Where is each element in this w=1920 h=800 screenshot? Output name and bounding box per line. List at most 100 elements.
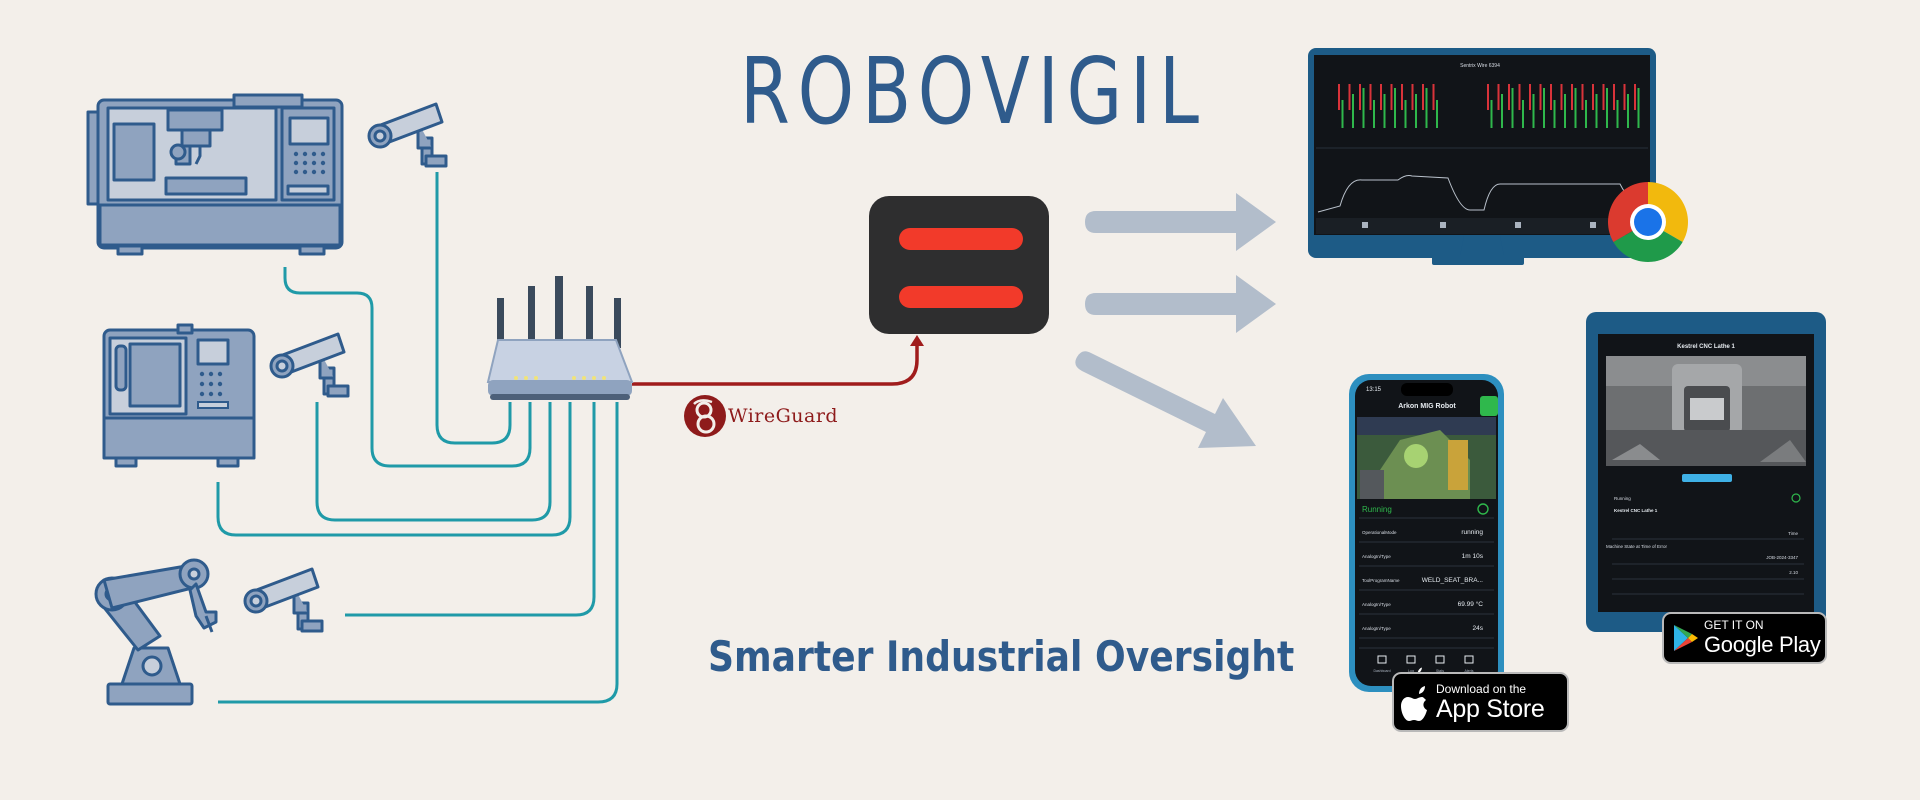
security-camera-icon [243, 567, 324, 633]
tablet-header: Kestrel CNC Lathe 1 [1677, 344, 1735, 350]
router-icon [486, 276, 634, 400]
phone-clock: 13:15 [1366, 387, 1382, 393]
arrow-to-desktop [1085, 193, 1276, 251]
desktop-bar-red [1432, 84, 1435, 110]
cable-camera-2 [315, 402, 552, 522]
desktop-bar-green [1404, 100, 1407, 128]
google-play-caption: GET IT ON [1704, 617, 1764, 632]
desktop-bar-red [1508, 84, 1510, 110]
phone-row-value: running [1461, 529, 1483, 536]
desktop-bar-red [1581, 84, 1584, 110]
desktop-bar-red [1497, 84, 1500, 110]
phone-tab-bar: Dashboard Log Stats Alerts [1373, 655, 1474, 673]
phone-camera-feed [1357, 417, 1496, 499]
wireguard-label: WireGuard [728, 405, 839, 427]
tablet-status: Running [1614, 496, 1631, 501]
tablet-row-value: Time [1788, 531, 1798, 536]
desktop-bar-green [1436, 100, 1438, 128]
security-camera-icon [367, 102, 448, 168]
desktop-bar-red [1369, 84, 1372, 110]
mill-control-buttons [197, 371, 229, 409]
desktop-bar-red [1401, 84, 1403, 110]
desktop-bar-red [1359, 84, 1361, 110]
google-play-logo [1674, 625, 1698, 651]
desktop-signal-bars [1338, 84, 1640, 128]
cable-mill [216, 402, 572, 537]
app-store-badge[interactable]: Download on the App Store [1392, 672, 1569, 732]
desktop-bar-green [1383, 94, 1386, 128]
desktop-bar-red [1592, 84, 1594, 110]
phone-row-value: 24s [1473, 625, 1484, 632]
desktop-bar-green [1501, 94, 1503, 128]
phone-tab-icon[interactable] [1435, 655, 1445, 664]
desktop-bar-red [1487, 84, 1489, 110]
desktop-bar-red [1613, 84, 1615, 110]
cnc-mill-icon [102, 323, 256, 468]
desktop-bar-green [1394, 88, 1396, 128]
desktop-bar-green [1616, 100, 1619, 128]
phone-row-value: 1m 10s [1462, 553, 1484, 560]
phone-tab-icon[interactable] [1406, 655, 1416, 664]
desktop-bar-green [1637, 88, 1640, 128]
desktop-bar-red [1623, 84, 1626, 110]
google-play-title: Google Play [1704, 631, 1821, 657]
vpn-server-icon [869, 196, 1049, 334]
cable-lathe [283, 267, 532, 468]
tablet-device: Kestrel CNC Lathe 1 Running Kestrel CNC … [1586, 312, 1826, 632]
desktop-monitor: Sentrix Wire 6394 [1308, 48, 1656, 265]
desktop-bar-red [1529, 84, 1531, 110]
desktop-bar-red [1348, 84, 1351, 110]
desktop-bar-green [1511, 88, 1514, 128]
lathe-control-buttons [293, 151, 326, 175]
phone-tab-icon[interactable] [1464, 655, 1474, 664]
phone-row-label: AnalogIn/Type [1362, 554, 1391, 559]
desktop-bar-red [1560, 84, 1563, 110]
desktop-bar-green [1352, 94, 1354, 128]
desktop-dashboard-header: Sentrix Wire 6394 [1460, 63, 1500, 69]
phone-device: 13:15 Arkon MIG Robot Running Operationa… [1349, 374, 1504, 692]
cable-camera-3 [345, 402, 596, 617]
desktop-bar-green [1627, 94, 1629, 128]
cnc-lathe-icon [86, 93, 344, 256]
desktop-bar-green [1606, 88, 1608, 128]
network-cables [216, 172, 619, 704]
desktop-bar-red [1550, 84, 1552, 110]
phone-tab-label[interactable]: Log [1408, 669, 1414, 673]
desktop-bar-green [1585, 100, 1587, 128]
desktop-bar-red [1390, 84, 1393, 110]
phone-tab-icon[interactable] [1377, 655, 1387, 664]
phone-row-label: OperationalMode [1362, 530, 1397, 535]
desktop-bar-red [1338, 84, 1340, 110]
desktop-bar-green [1415, 94, 1417, 128]
desktop-bar-red [1422, 84, 1424, 110]
tagline: Smarter Industrial Oversight [708, 632, 1295, 681]
tablet-machine-name: Kestrel CNC Lathe 1 [1614, 508, 1658, 513]
desktop-bar-red [1571, 84, 1573, 110]
phone-row-label: AnalogIn/Type [1362, 602, 1391, 607]
phone-status: Running [1362, 505, 1392, 514]
phone-row-value: 69.99 °C [1458, 600, 1484, 608]
desktop-bar-green [1490, 100, 1493, 128]
desktop-bar-red [1602, 84, 1605, 110]
phone-tab-label[interactable]: Dashboard [1373, 669, 1390, 673]
cable-robot [218, 402, 619, 704]
phone-header: Arkon MIG Robot [1398, 403, 1456, 410]
desktop-bar-green [1341, 100, 1344, 128]
desktop-bar-red [1539, 84, 1542, 110]
desktop-bar-green [1522, 100, 1524, 128]
wireguard-logo [684, 395, 726, 437]
phone-tab-label[interactable]: Alerts [1465, 669, 1474, 673]
tablet-row-value: JOB-2024-3347 [1766, 555, 1798, 560]
robot-arm-icon [94, 558, 218, 706]
phone-tab-label[interactable]: Stats [1436, 669, 1444, 673]
apple-logo-slot [1394, 683, 1436, 721]
google-play-badge[interactable]: GET IT ON Google Play [1662, 612, 1827, 664]
app-store-caption: Download on the [1436, 681, 1527, 696]
desktop-bar-green [1373, 100, 1375, 128]
desktop-bar-green [1362, 88, 1365, 128]
desktop-bar-green [1543, 88, 1545, 128]
desktop-bar-green [1574, 88, 1577, 128]
desktop-bar-green [1564, 94, 1566, 128]
